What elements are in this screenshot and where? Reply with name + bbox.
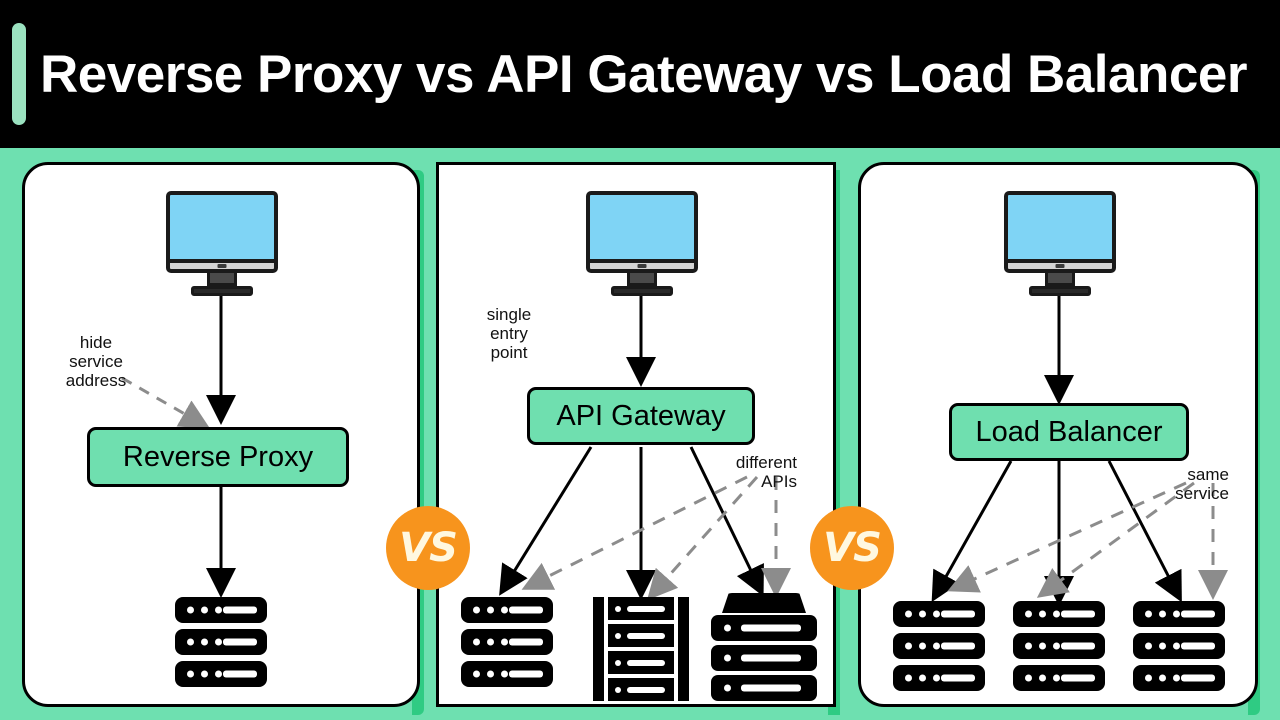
annotation-single-entry-point: single entry point — [486, 305, 532, 363]
monitor-icon — [1004, 191, 1116, 296]
accent-bar — [12, 23, 26, 125]
vs-badge-2-label: VS — [823, 525, 882, 571]
server-unit — [1133, 665, 1225, 691]
panel-reverse-proxy: hide service address Reverse Proxy — [22, 162, 420, 707]
node-api-gateway-label: API Gateway — [556, 399, 726, 432]
node-api-gateway[interactable]: API Gateway — [527, 387, 755, 445]
server-unit — [893, 601, 985, 627]
node-load-balancer-label: Load Balancer — [975, 415, 1163, 448]
annotation-different-apis: different APIs — [735, 453, 797, 492]
vs-badge-1: VS — [386, 506, 470, 590]
rack-unit — [608, 651, 674, 674]
server-unit — [893, 633, 985, 659]
server-unit — [175, 661, 267, 687]
node-reverse-proxy-label: Reverse Proxy — [122, 440, 314, 473]
vs-badge-2: VS — [810, 506, 894, 590]
node-load-balancer[interactable]: Load Balancer — [949, 403, 1189, 461]
vs-badge-1-label: VS — [399, 525, 458, 571]
server-stack-icon — [1013, 601, 1105, 691]
database-server-icon — [711, 593, 817, 701]
server-unit — [1133, 633, 1225, 659]
server-unit — [461, 661, 553, 687]
server-unit — [893, 665, 985, 691]
server-unit — [1013, 665, 1105, 691]
rack-unit — [608, 597, 674, 620]
server-rack-icon — [593, 597, 689, 701]
annotation-hide-service-address: hide service address — [65, 333, 127, 391]
server-unit — [461, 597, 553, 623]
server-unit — [175, 629, 267, 655]
server-unit — [1133, 601, 1225, 627]
server-stack-icon — [893, 601, 985, 691]
server-unit — [1013, 633, 1105, 659]
page-title: Reverse Proxy vs API Gateway vs Load Bal… — [40, 44, 1247, 104]
server-stack-icon — [175, 597, 267, 687]
server-stack-icon — [461, 597, 553, 687]
panel-load-balancer: same service Load Balancer — [858, 162, 1258, 707]
panel-api-gateway: single entry point different APIs API Ga… — [436, 162, 836, 707]
panels-container: hide service address Reverse Proxy — [0, 148, 1280, 720]
rack-unit — [608, 678, 674, 701]
monitor-icon — [166, 191, 278, 296]
server-unit — [461, 629, 553, 655]
monitor-icon — [586, 191, 698, 296]
annotation-same-service: same service — [1175, 465, 1229, 504]
server-stack-icon — [1133, 601, 1225, 691]
header-bar: Reverse Proxy vs API Gateway vs Load Bal… — [0, 0, 1280, 148]
server-unit — [175, 597, 267, 623]
node-reverse-proxy[interactable]: Reverse Proxy — [87, 427, 349, 487]
server-unit — [1013, 601, 1105, 627]
rack-unit — [608, 624, 674, 647]
